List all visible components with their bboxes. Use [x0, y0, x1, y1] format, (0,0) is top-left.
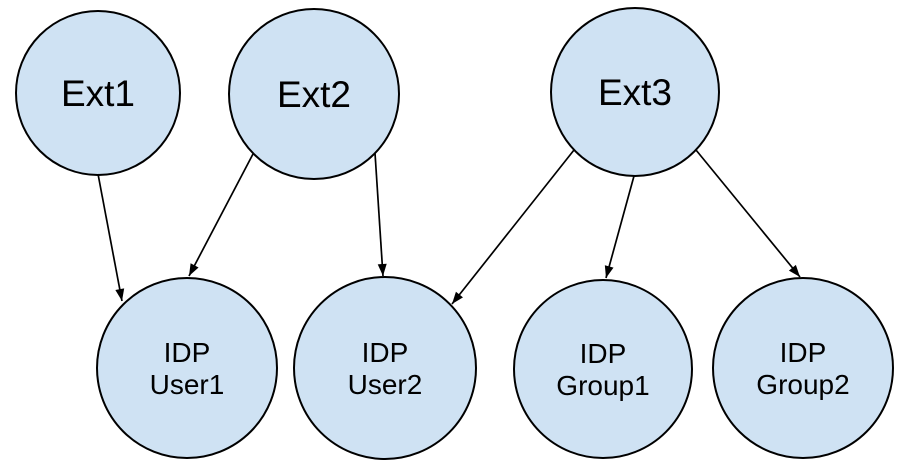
- node-label-line: Ext2: [277, 74, 351, 115]
- node-label-line: Ext3: [598, 72, 672, 113]
- node-label-line: User2: [348, 369, 423, 400]
- diagram-edges: [97, 149, 801, 305]
- node-idp-user2-circle: [293, 276, 477, 460]
- node-label-line: IDP: [362, 337, 409, 368]
- edge-ext3-to-idp-group2: [695, 149, 801, 278]
- node-ext2-circle: [228, 8, 400, 180]
- node-label-line: Group1: [556, 370, 649, 401]
- node-ext1-label: Ext1: [61, 73, 135, 114]
- node-idp-group1-circle: [513, 279, 693, 459]
- node-label-line: Group2: [756, 369, 849, 400]
- node-ext3-label: Ext3: [598, 72, 672, 113]
- node-label-line: Ext1: [61, 73, 135, 114]
- edge-ext3-to-idp-user2: [451, 149, 575, 305]
- node-label-line: IDP: [164, 337, 211, 368]
- edge-ext3-to-idp-group1: [604, 175, 635, 279]
- node-label-line: User1: [150, 369, 225, 400]
- node-idp-group2-circle: [712, 277, 894, 459]
- node-ext1: Ext1: [15, 10, 181, 176]
- node-ext3-circle: [550, 7, 720, 177]
- node-ext2: Ext2: [228, 8, 400, 180]
- edge-ext2-to-idp-user1: [188, 153, 254, 277]
- node-ext3: Ext3: [550, 7, 720, 177]
- edge-ext1-to-idp-user1: [97, 173, 125, 302]
- node-ext2-label: Ext2: [277, 74, 351, 115]
- node-idp-user1-circle: [96, 277, 278, 459]
- edge-ext2-to-idp-user2: [374, 152, 387, 277]
- node-label-line: IDP: [580, 338, 627, 369]
- node-label-line: IDP: [780, 337, 827, 368]
